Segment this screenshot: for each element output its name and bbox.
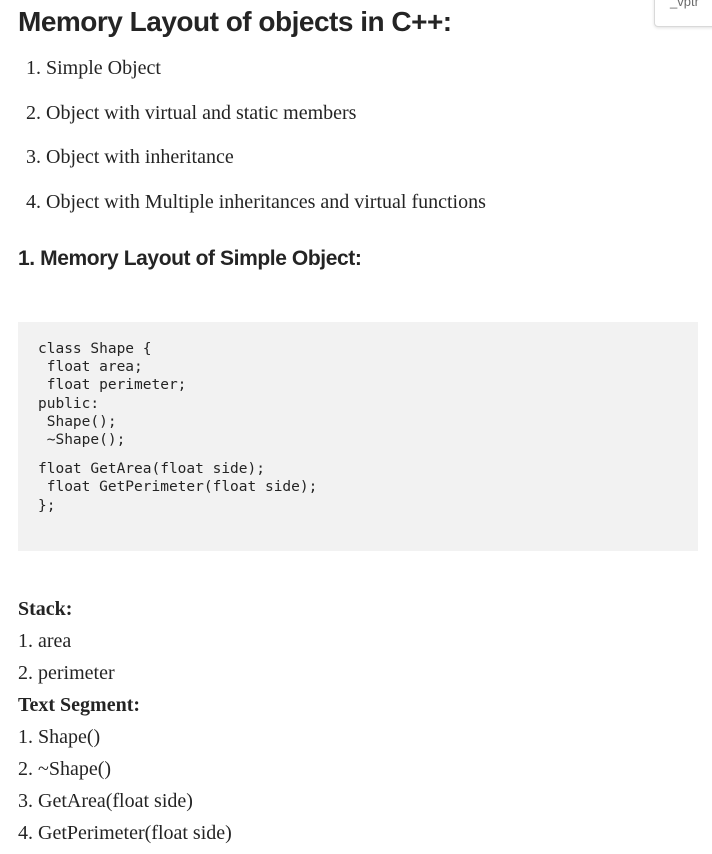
topic-item: 4. Object with Multiple inheritances and… — [26, 190, 486, 213]
text-segment-item: 1. Shape() — [18, 726, 101, 748]
article-title: Memory Layout of objects in C++: — [18, 6, 452, 37]
code-class-declaration: class Shape { float area; float perimete… — [38, 341, 187, 449]
text-segment-item: 3. GetArea(float side) — [18, 790, 193, 812]
code-block: class Shape { float area; float perimete… — [18, 322, 698, 551]
topic-list: 1. Simple Object 2. Object with virtual … — [26, 55, 486, 233]
stack-heading: Stack: — [18, 598, 73, 620]
text-segment-item: 2. ~Shape() — [18, 758, 112, 780]
code-gap — [38, 449, 678, 460]
stack-item: 2. perimeter — [18, 662, 115, 684]
stack-item: 1. area — [18, 630, 72, 652]
topic-item: 3. Object with inheritance — [26, 146, 234, 168]
memory-notes: Stack: 1. area 2. perimeter Text Segment… — [18, 593, 232, 849]
text-segment-heading: Text Segment: — [18, 694, 141, 716]
text-segment-item: 4. GetPerimeter(float side) — [18, 822, 232, 844]
topic-item: 2. Object with virtual and static member… — [26, 101, 357, 124]
section-title: 1. Memory Layout of Simple Object: — [18, 247, 362, 270]
vptr-tab-label: _vptr — [670, 0, 699, 9]
code-method-declarations: float GetArea(float side); float GetPeri… — [38, 461, 318, 514]
topic-item: 1. Simple Object — [26, 57, 161, 79]
vptr-tab[interactable]: _vptr — [654, 0, 712, 27]
